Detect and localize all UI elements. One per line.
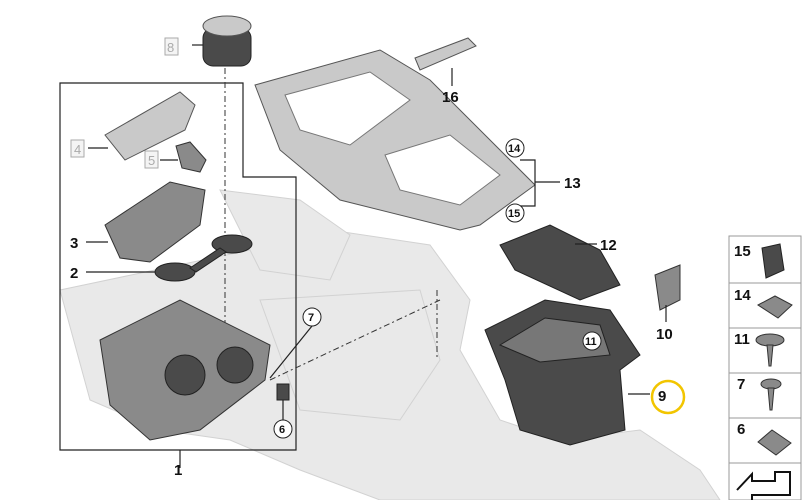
part-4-cover <box>104 91 196 161</box>
part-3-tray <box>104 181 206 263</box>
legend-label: 15 <box>734 243 751 260</box>
callout-7[interactable]: 7 <box>308 312 314 324</box>
callout-4[interactable]: 4 <box>74 142 81 157</box>
square-nut-icon <box>757 429 792 456</box>
callout-3[interactable]: 3 <box>70 235 78 252</box>
collar-screw-icon <box>755 333 785 367</box>
part-6-nut <box>276 383 290 401</box>
callout-14[interactable]: 14 <box>508 143 521 155</box>
legend-item-7[interactable]: 7 <box>737 376 782 411</box>
legend-label: 14 <box>734 287 751 304</box>
legend-item-11[interactable]: 11 <box>734 331 785 367</box>
part-12-mat <box>499 224 621 301</box>
part-1-cupholder <box>99 299 271 441</box>
legend-item-6[interactable]: 6 <box>737 421 792 456</box>
callout-1[interactable]: 1 <box>174 462 182 479</box>
nav-arrow-button[interactable] <box>736 471 791 500</box>
part-9-storage-box <box>484 299 641 446</box>
callout-9[interactable]: 9 <box>658 388 666 405</box>
callout-2[interactable]: 2 <box>70 265 78 282</box>
part-16-trim <box>414 37 477 71</box>
callout-11[interactable]: 11 <box>585 336 597 348</box>
assembly-frame <box>59 82 297 451</box>
legend-label: 6 <box>737 421 745 438</box>
part-13-trim-panel <box>254 49 536 231</box>
legend-item-15[interactable]: 15 <box>734 243 785 279</box>
arrow-icon <box>736 471 791 500</box>
part-2-mat <box>154 234 253 282</box>
highlight-ring <box>650 379 686 415</box>
legend-label: 11 <box>734 331 750 348</box>
callout-5[interactable]: 5 <box>148 153 155 168</box>
fastener-legend: 15 14 11 7 6 <box>728 235 802 500</box>
legend-item-14[interactable]: 14 <box>734 287 793 319</box>
callout-16[interactable]: 16 <box>442 89 459 106</box>
part-10-bracket <box>654 264 681 311</box>
callout-8[interactable]: 8 <box>167 40 174 55</box>
callout-15[interactable]: 15 <box>508 208 520 220</box>
callout-10[interactable]: 10 <box>656 326 673 343</box>
part-8-cup-insert <box>202 15 252 67</box>
clip-nut-icon <box>761 243 785 279</box>
callout-12[interactable]: 12 <box>600 237 617 254</box>
screw-icon <box>760 378 782 411</box>
callout-13[interactable]: 13 <box>564 175 581 192</box>
spring-clip-icon <box>757 295 793 319</box>
legend-label: 7 <box>737 376 745 393</box>
callout-6[interactable]: 6 <box>279 424 285 436</box>
part-5-insert <box>175 141 207 173</box>
